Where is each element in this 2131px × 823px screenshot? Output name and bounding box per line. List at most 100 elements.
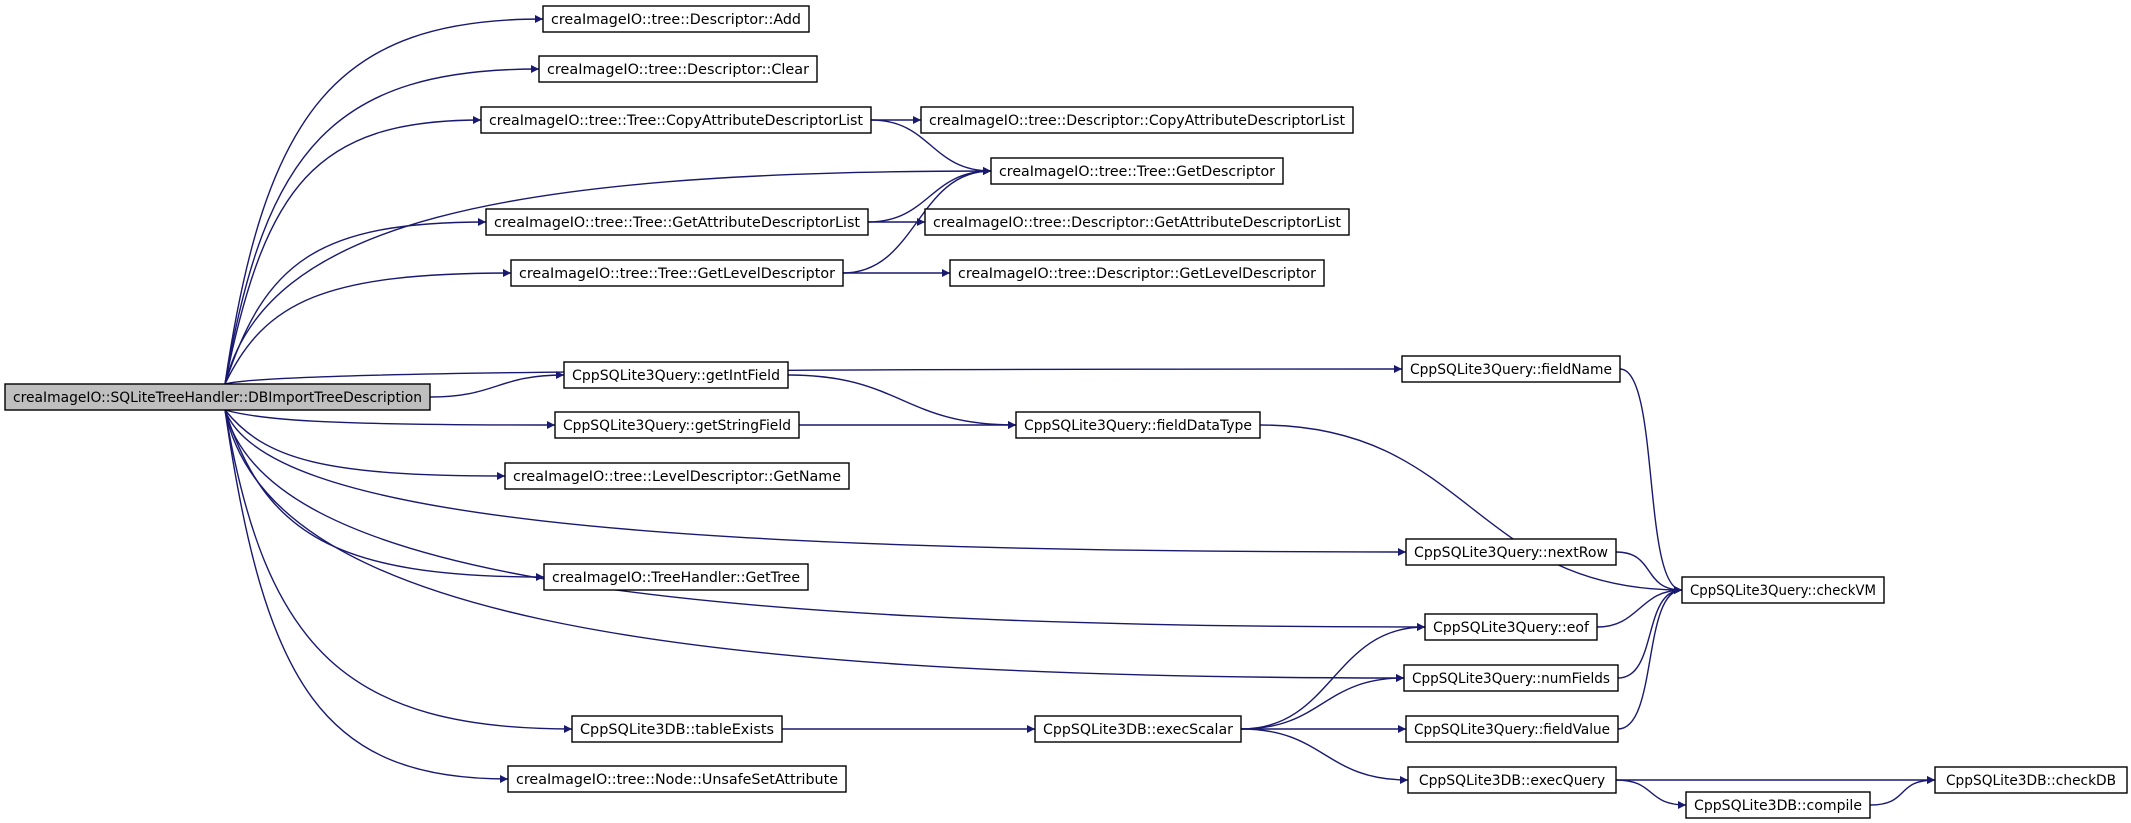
node-label: creaImageIO::tree::Descriptor::CopyAttri… <box>929 112 1345 129</box>
node-box <box>924 208 1350 236</box>
node-label: CppSQLite3Query::fieldDataType <box>1024 417 1252 434</box>
node-q-fielddatatype[interactable]: CppSQLite3Query::fieldDataType <box>1015 411 1261 439</box>
node-db-execscalar[interactable]: CppSQLite3DB::execScalar <box>1034 715 1242 743</box>
edge-root-to-q-getstring <box>224 409 556 429</box>
node-desc-add[interactable]: creaImageIO::tree::Descriptor::Add <box>542 5 810 33</box>
node-q-getstring[interactable]: CppSQLite3Query::getStringField <box>554 411 800 439</box>
node-q-checkvm[interactable]: CppSQLite3Query::checkVM <box>1681 576 1885 604</box>
edge-db-execscalar-to-db-execquery <box>1240 728 1409 784</box>
node-box <box>1401 355 1621 383</box>
node-label: creaImageIO::tree::Descriptor::GetLevelD… <box>958 265 1316 282</box>
node-box <box>510 259 844 287</box>
node-q-fieldname[interactable]: CppSQLite3Query::fieldName <box>1401 355 1621 383</box>
edge-db-compile-to-db-checkdb <box>1869 776 1936 806</box>
node-box <box>1424 613 1598 641</box>
node-label: creaImageIO::tree::Tree::GetLevelDescrip… <box>519 265 835 282</box>
edge-root-to-th-gettree <box>224 409 545 581</box>
edge-q-fielddatatype-to-q-checkvm <box>1259 424 1683 594</box>
node-box <box>563 361 789 389</box>
edge-root-to-q-nextrow <box>224 409 1407 556</box>
node-label: creaImageIO::SQLiteTreeHandler::DBImport… <box>13 389 422 406</box>
node-label: CppSQLite3Query::getIntField <box>572 367 780 384</box>
node-box <box>554 411 800 439</box>
node-q-getint[interactable]: CppSQLite3Query::getIntField <box>563 361 789 389</box>
node-q-fieldvalue[interactable]: CppSQLite3Query::fieldValue <box>1405 715 1619 743</box>
node-box <box>480 106 872 134</box>
node-box <box>1034 715 1242 743</box>
node-label: CppSQLite3DB::compile <box>1694 797 1862 814</box>
node-box <box>485 208 869 236</box>
edge-root-to-q-numfields <box>224 409 1405 682</box>
node-box <box>1681 576 1885 604</box>
node-db-execquery[interactable]: CppSQLite3DB::execQuery <box>1407 766 1617 794</box>
node-q-eof[interactable]: CppSQLite3Query::eof <box>1424 613 1598 641</box>
node-tree-getdesc[interactable]: creaImageIO::tree::Tree::GetDescriptor <box>990 157 1284 185</box>
edge-root-to-desc-add <box>224 15 544 385</box>
node-box <box>949 259 1325 287</box>
node-label: creaImageIO::TreeHandler::GetTree <box>552 569 800 586</box>
node-box <box>1407 766 1617 794</box>
node-label: CppSQLite3Query::checkVM <box>1690 582 1876 599</box>
edge-q-numfields-to-q-checkvm <box>1617 586 1683 679</box>
node-label: CppSQLite3Query::nextRow <box>1414 544 1608 561</box>
node-label: creaImageIO::tree::LevelDescriptor::GetN… <box>513 468 841 485</box>
node-db-tableexists[interactable]: CppSQLite3DB::tableExists <box>571 715 783 743</box>
edge-root-to-desc-clear <box>224 65 540 385</box>
edge-root-to-tree-getdesc <box>224 167 992 385</box>
nodes-layer: creaImageIO::SQLiteTreeHandler::DBImport… <box>4 5 2128 819</box>
node-box <box>1403 664 1619 692</box>
node-tree-getlevel[interactable]: creaImageIO::tree::Tree::GetLevelDescrip… <box>510 259 844 287</box>
edge-root-to-level-getname <box>224 409 506 480</box>
edge-q-getint-to-q-fielddatatype <box>787 374 1017 429</box>
node-box <box>1934 766 2128 794</box>
node-box <box>543 563 809 591</box>
node-db-checkdb[interactable]: CppSQLite3DB::checkDB <box>1934 766 2128 794</box>
node-label: CppSQLite3Query::fieldName <box>1410 361 1612 378</box>
node-box <box>507 765 847 793</box>
node-label: creaImageIO::tree::Tree::CopyAttributeDe… <box>489 112 863 129</box>
node-q-numfields[interactable]: CppSQLite3Query::numFields <box>1403 664 1619 692</box>
node-label: CppSQLite3Query::eof <box>1433 619 1590 636</box>
node-label: CppSQLite3DB::execQuery <box>1419 772 1606 789</box>
node-box <box>538 55 818 83</box>
node-desc-copy[interactable]: creaImageIO::tree::Descriptor::CopyAttri… <box>920 106 1354 134</box>
edge-root-to-db-tableexists <box>224 409 573 733</box>
node-label: creaImageIO::tree::Node::UnsafeSetAttrib… <box>516 771 838 788</box>
edge-root-to-node-unsafe <box>224 409 509 783</box>
edge-q-eof-to-q-checkvm <box>1596 586 1683 628</box>
edge-root-to-q-getint <box>429 371 565 398</box>
edge-root-to-tree-getattr <box>224 218 487 385</box>
node-box <box>920 106 1354 134</box>
node-label: creaImageIO::tree::Descriptor::Add <box>551 11 801 28</box>
edge-root-to-tree-getlevel <box>224 269 512 385</box>
edge-root-to-q-eof <box>224 409 1426 631</box>
node-box <box>1405 715 1619 743</box>
edge-q-fieldname-to-q-checkvm <box>1619 368 1683 594</box>
node-label: creaImageIO::tree::Tree::GetAttributeDes… <box>494 214 860 231</box>
node-label: creaImageIO::tree::Descriptor::Clear <box>547 61 809 78</box>
edge-tree-getlevel-to-tree-getdesc <box>842 167 992 274</box>
node-root[interactable]: creaImageIO::SQLiteTreeHandler::DBImport… <box>4 383 431 411</box>
node-label: creaImageIO::tree::Tree::GetDescriptor <box>999 163 1275 180</box>
node-box <box>1685 791 1871 819</box>
node-label: CppSQLite3DB::tableExists <box>580 721 774 738</box>
node-tree-getattr[interactable]: creaImageIO::tree::Tree::GetAttributeDes… <box>485 208 869 236</box>
edge-db-execscalar-to-q-numfields <box>1240 674 1405 730</box>
node-db-compile[interactable]: CppSQLite3DB::compile <box>1685 791 1871 819</box>
node-node-unsafe[interactable]: creaImageIO::tree::Node::UnsafeSetAttrib… <box>507 765 847 793</box>
node-q-nextrow[interactable]: CppSQLite3Query::nextRow <box>1405 538 1617 566</box>
edge-q-nextrow-to-q-checkvm <box>1615 551 1683 594</box>
edge-tree-copy-to-tree-getdesc <box>870 119 992 175</box>
node-box <box>4 383 431 411</box>
node-level-getname[interactable]: creaImageIO::tree::LevelDescriptor::GetN… <box>504 462 850 490</box>
node-box <box>504 462 850 490</box>
node-tree-copy[interactable]: creaImageIO::tree::Tree::CopyAttributeDe… <box>480 106 872 134</box>
node-label: CppSQLite3Query::numFields <box>1412 670 1610 687</box>
node-th-gettree[interactable]: creaImageIO::TreeHandler::GetTree <box>543 563 809 591</box>
node-box <box>571 715 783 743</box>
node-desc-getlevel[interactable]: creaImageIO::tree::Descriptor::GetLevelD… <box>949 259 1325 287</box>
node-label: CppSQLite3Query::getStringField <box>563 417 791 434</box>
node-desc-clear[interactable]: creaImageIO::tree::Descriptor::Clear <box>538 55 818 83</box>
node-desc-getattr[interactable]: creaImageIO::tree::Descriptor::GetAttrib… <box>924 208 1350 236</box>
